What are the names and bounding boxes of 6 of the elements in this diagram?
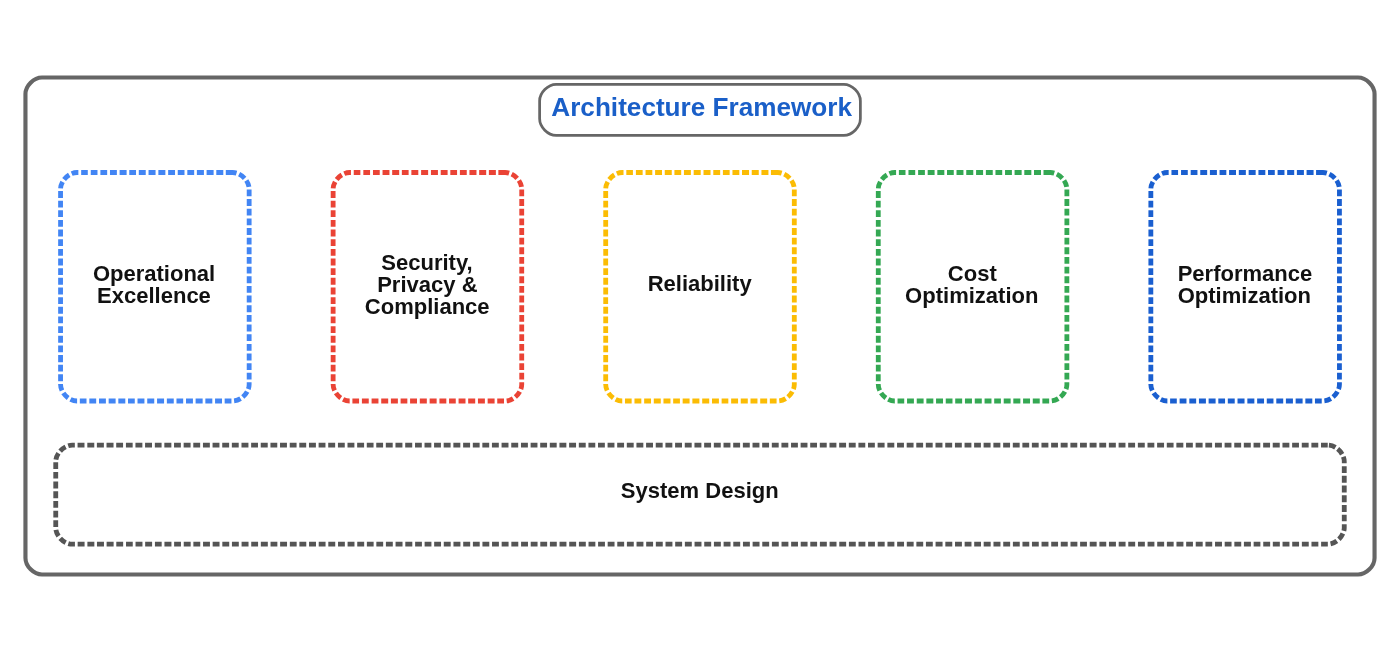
node-box: Performance Optimization (1148, 170, 1342, 404)
node-box: Reliability (603, 170, 797, 404)
node-box: Security, Privacy & Compliance (330, 170, 525, 404)
node-box: Operational Excellence (58, 170, 252, 404)
node-box: Cost Optimization (875, 170, 1070, 404)
node-box: System Design (53, 442, 1347, 547)
